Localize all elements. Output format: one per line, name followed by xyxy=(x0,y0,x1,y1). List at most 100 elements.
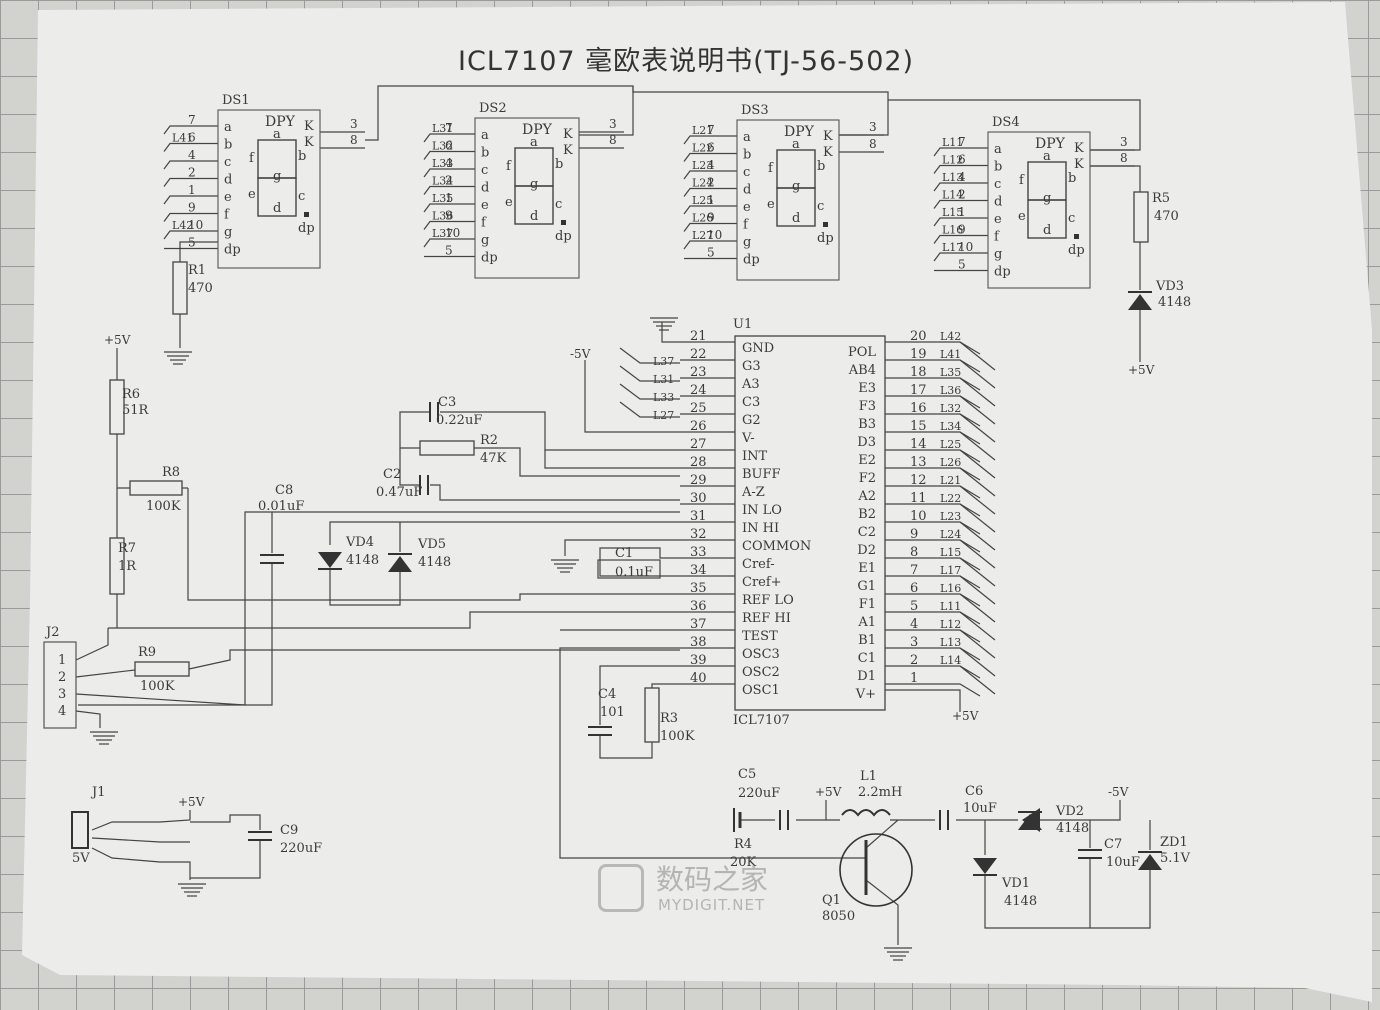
ref-c4: C4 xyxy=(598,687,616,702)
c2-wire xyxy=(430,484,680,501)
pin-k-label: K xyxy=(304,119,314,134)
resistor-r6 xyxy=(109,379,125,435)
net-label: L31 xyxy=(653,373,674,386)
rail-label: +5V xyxy=(952,709,979,723)
ic-pin-number: 24 xyxy=(690,383,707,398)
val-q1: 8050 xyxy=(822,909,855,924)
bus-entry xyxy=(959,395,996,425)
val-c1: 0.1uF xyxy=(615,565,653,580)
ic-pin-number: 20 xyxy=(910,329,927,344)
q1-emitter xyxy=(865,879,899,945)
pin-wire xyxy=(933,234,988,244)
ic-pin-number: 30 xyxy=(690,491,707,506)
display-ref: DS1 xyxy=(222,93,250,108)
ref-c8: C8 xyxy=(275,483,293,498)
ic-pin-wire xyxy=(885,683,981,697)
ic-pin-name: C3 xyxy=(742,395,760,410)
net-label: L15 xyxy=(942,206,963,219)
ic-pin-number: 18 xyxy=(910,365,927,380)
ic-pin-number: 15 xyxy=(910,419,927,434)
pin-number: 10 xyxy=(445,226,460,240)
ic-pin-name: A1 xyxy=(857,615,876,630)
segment-label-d: d xyxy=(530,209,538,224)
net-label: L13 xyxy=(940,636,961,649)
net-label: L16 xyxy=(940,582,961,595)
val-vd3: 4148 xyxy=(1158,295,1191,310)
diode-zd1 xyxy=(1138,854,1162,870)
net-label: L22 xyxy=(940,492,961,505)
ic-pin-name: GND xyxy=(742,341,774,356)
ref-c5: C5 xyxy=(738,767,756,782)
net-label: L31 xyxy=(432,122,453,135)
display-dpy: DPY xyxy=(265,114,296,130)
display-ds2 xyxy=(474,117,580,279)
net-label: L34 xyxy=(940,420,961,433)
rail-label: +5V xyxy=(178,795,205,809)
rail-label: -5V xyxy=(1108,785,1129,799)
pin-wire xyxy=(163,125,218,135)
diode-vd2-body xyxy=(1022,808,1040,832)
ic-pin-name: INT xyxy=(742,449,768,464)
net-label: L12 xyxy=(942,154,963,167)
pin-number: 6 xyxy=(445,139,453,153)
inductor-l1 xyxy=(841,809,891,817)
bus-entry xyxy=(959,413,996,443)
ic-pin-name: OSC2 xyxy=(742,665,780,680)
pin-name: e xyxy=(481,198,489,213)
net-label: L33 xyxy=(432,157,453,170)
pin-number: 1 xyxy=(188,183,196,197)
ic-pin-number: 23 xyxy=(690,365,707,380)
c4-wire xyxy=(599,735,653,759)
net-label: L37 xyxy=(653,355,674,368)
segment-label-a: a xyxy=(1043,149,1051,164)
val-r1: 470 xyxy=(188,281,213,296)
val-vd5: 4148 xyxy=(418,555,451,570)
ic-pin-number: 27 xyxy=(690,437,707,452)
bus-entry xyxy=(619,383,680,400)
ref-r1: R1 xyxy=(188,263,206,278)
display-dpy: DPY xyxy=(522,122,553,138)
c8-wire xyxy=(78,563,273,706)
ic-pin-number: 9 xyxy=(910,527,918,542)
pin-number: 9 xyxy=(445,209,453,223)
val-c9: 220uF xyxy=(280,841,322,856)
ic-pin-name: C1 xyxy=(858,651,876,666)
pin-name: f xyxy=(224,208,230,223)
resistor-r7 xyxy=(109,537,125,595)
net-label: L42 xyxy=(172,219,193,232)
ic-pin-number: 34 xyxy=(690,563,707,578)
segment-label-g: g xyxy=(273,169,281,184)
ic-pin-name: A2 xyxy=(857,489,876,504)
pin-wire xyxy=(683,187,737,197)
segment-dp-dot xyxy=(304,212,309,217)
ic-pin-name: F3 xyxy=(859,399,876,414)
segment-label-b: b xyxy=(555,157,563,172)
ref-r5: R5 xyxy=(1152,191,1170,206)
pin-number: 10 xyxy=(188,218,203,232)
vd1-wire xyxy=(984,870,1151,929)
ic-part: ICL7107 xyxy=(733,713,790,728)
val-c2: 0.47uF xyxy=(376,485,422,500)
ref-r3: R3 xyxy=(660,711,678,726)
val-r2: 47K xyxy=(480,451,507,466)
pin-wire xyxy=(423,133,475,143)
pin-name: b xyxy=(224,138,232,153)
ic-pin-number: 8 xyxy=(910,545,918,560)
val-r9: 100K xyxy=(140,679,175,694)
page-title: ICL7107 毫欧表说明书(TJ-56-502) xyxy=(458,46,914,77)
ic-pin-name: OSC1 xyxy=(742,683,780,698)
ref-l1: L1 xyxy=(860,769,877,784)
ic-pin-name: G1 xyxy=(857,579,876,594)
k-pin-8: 8 xyxy=(609,133,617,147)
net-label: L12 xyxy=(940,618,961,631)
pin-k-label: K xyxy=(1074,157,1084,172)
r1-wire xyxy=(179,241,218,262)
pin-name: f xyxy=(743,218,749,233)
pin-wire xyxy=(423,168,475,178)
bus-entry xyxy=(959,647,996,677)
labels: DS1DPYabcdefgdpKKa7b6L41c4d2e1f9g10L42dp… xyxy=(44,93,1191,924)
cref-wire xyxy=(599,547,680,577)
pin-wire xyxy=(933,164,988,174)
pin-name: b xyxy=(743,148,751,163)
ic-pin-number: 21 xyxy=(690,329,707,344)
